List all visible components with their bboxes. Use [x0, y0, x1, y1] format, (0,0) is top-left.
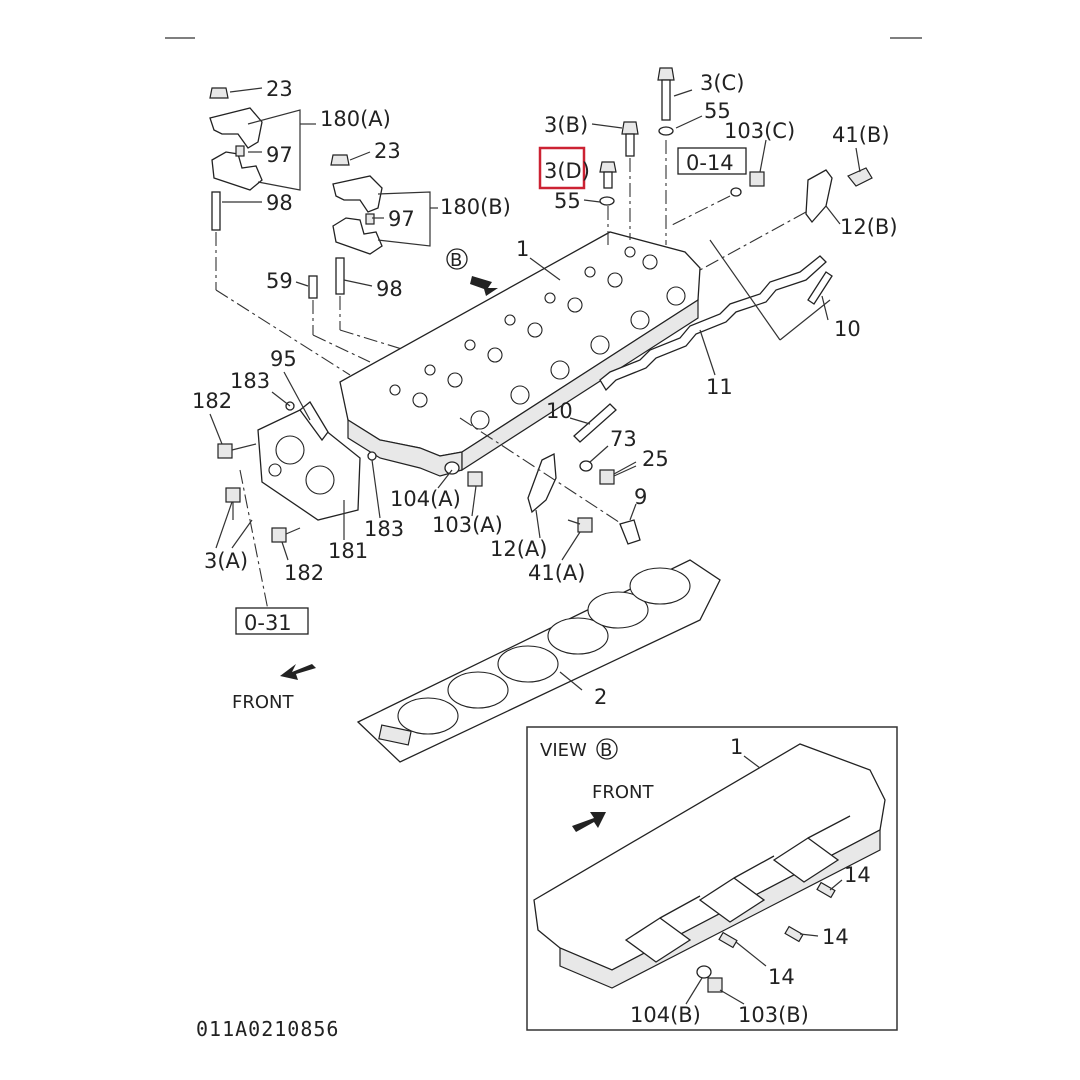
callout-73: 73	[610, 427, 637, 451]
connector-strip-11[interactable]	[599, 255, 827, 392]
callout-10-b: 10	[834, 317, 861, 341]
callout-1: 1	[516, 237, 529, 261]
sensor-9[interactable]	[619, 519, 641, 545]
glow-plug-10a[interactable]	[573, 403, 617, 443]
bracket-group-180a[interactable]	[209, 87, 351, 376]
leader-lines	[209, 87, 861, 1005]
view-b-marker: B	[446, 248, 498, 296]
ref-box-0-31-text: 0-31	[244, 611, 292, 635]
ref-box-0-14[interactable]: 0-14	[677, 147, 747, 175]
cylinder-head[interactable]	[339, 231, 701, 477]
view-dowel-14a[interactable]	[816, 881, 836, 899]
callout-3d: 3(D)	[544, 159, 590, 183]
view-plug-103b[interactable]	[707, 977, 723, 993]
view-washer-104b[interactable]	[696, 965, 712, 979]
glow-plug-10b[interactable]	[807, 271, 833, 305]
ref-box-0-31[interactable]: 0-31	[235, 607, 309, 635]
bolt-3d[interactable]	[599, 161, 617, 245]
bolt-3a[interactable]	[225, 487, 241, 520]
view-title-marker: B	[600, 740, 612, 761]
gasket-95[interactable]	[299, 401, 329, 442]
highlight-box-3d	[538, 146, 586, 190]
callout-97-a: 97	[266, 143, 293, 167]
callout-12b: 12(B)	[840, 215, 898, 239]
callout-23-b: 23	[374, 139, 401, 163]
callout-180b: 180(B)	[440, 195, 511, 219]
view-cylinder-head[interactable]	[533, 743, 886, 989]
head-port-holes	[389, 246, 686, 430]
view-callout-14-a: 14	[844, 863, 871, 887]
callout-98-b: 98	[376, 277, 403, 301]
callout-103c: 103(C)	[724, 119, 795, 143]
view-callout-14-c: 14	[768, 965, 795, 989]
bolt-3c[interactable]	[657, 67, 675, 245]
washer-73[interactable]	[579, 460, 593, 472]
callout-55-a: 55	[704, 99, 731, 123]
callout-95: 95	[270, 347, 297, 371]
ref-box-0-14-text: 0-14	[686, 151, 734, 175]
view-b-inset: VIEW B FRONT	[526, 726, 898, 1031]
callout-9: 9	[634, 485, 647, 509]
callout-3b: 3(B)	[544, 113, 588, 137]
callout-41b: 41(B)	[832, 123, 890, 147]
pin-183b[interactable]	[367, 451, 377, 461]
bolt-182a[interactable]	[217, 443, 257, 459]
callout-182-a: 182	[192, 389, 232, 413]
callout-3c: 3(C)	[700, 71, 744, 95]
washer-55a[interactable]	[658, 126, 674, 136]
callout-11: 11	[706, 375, 733, 399]
callout-10-a: 10	[546, 399, 573, 423]
callout-103a: 103(A)	[432, 513, 503, 537]
bracket-12a[interactable]	[459, 417, 629, 529]
callout-2: 2	[594, 685, 607, 709]
view-dowel-14b[interactable]	[784, 925, 804, 943]
stud-59[interactable]	[308, 275, 371, 363]
bolt-25[interactable]	[599, 465, 637, 485]
washer-55b[interactable]	[599, 196, 615, 206]
view-front-arrow	[572, 812, 606, 832]
head-gasket[interactable]	[356, 559, 721, 763]
callout-55-b: 55	[554, 189, 581, 213]
callout-25: 25	[642, 447, 669, 471]
view-dowel-14c[interactable]	[718, 931, 738, 949]
front-cover-181[interactable]	[257, 409, 361, 521]
callout-labels: 23 180(A) 97 98 23 97 180(B) 98 59 95 18…	[192, 71, 898, 1041]
front-arrow-main	[280, 664, 316, 680]
plug-103c[interactable]	[671, 171, 765, 226]
callout-3a: 3(A)	[204, 549, 248, 573]
callout-23-a: 23	[266, 77, 293, 101]
callout-59: 59	[266, 269, 293, 293]
view-callout-104b: 104(B)	[630, 1003, 701, 1027]
callout-181: 181	[328, 539, 368, 563]
callout-41a: 41(A)	[528, 561, 585, 585]
bolt-182b[interactable]	[271, 527, 301, 543]
view-b-marker-letter: B	[450, 250, 462, 271]
view-callout-103b: 103(B)	[738, 1003, 809, 1027]
callout-180a: 180(A)	[320, 107, 391, 131]
bracket-group-180b[interactable]	[330, 154, 406, 351]
callout-98-a: 98	[266, 191, 293, 215]
callout-183-b: 183	[364, 517, 404, 541]
washer-104a[interactable]	[444, 461, 460, 475]
front-label-main: FRONT	[232, 692, 294, 713]
diagram-part-code: 011A0210856	[196, 1017, 339, 1041]
callout-182-b: 182	[284, 561, 324, 585]
callout-97-b: 97	[388, 207, 415, 231]
callout-12a: 12(A)	[490, 537, 547, 561]
view-title: VIEW	[540, 740, 587, 761]
callout-183-a: 183	[230, 369, 270, 393]
view-callout-1: 1	[730, 735, 743, 759]
bolt-3b[interactable]	[621, 121, 639, 240]
bolt-41a[interactable]	[567, 517, 593, 533]
view-front-label: FRONT	[592, 782, 654, 803]
plug-103a[interactable]	[467, 471, 483, 487]
view-callout-14-b: 14	[822, 925, 849, 949]
callout-104a: 104(A)	[390, 487, 461, 511]
